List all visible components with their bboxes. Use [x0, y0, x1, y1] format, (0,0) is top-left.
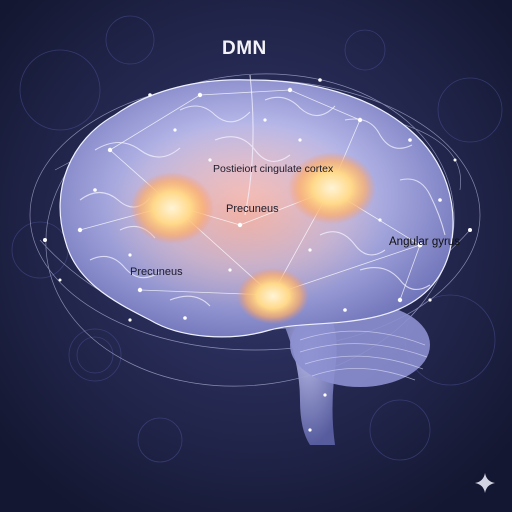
- label-precuneus-upper: Precuneus: [226, 203, 279, 215]
- label-posterior-cingulate: Postieiort cingulate cortex: [213, 163, 334, 175]
- label-angular-gyrus: Angular gyrus: [389, 236, 460, 248]
- label-precuneus-lower: Precuneus: [130, 266, 183, 278]
- sparkle-icon: [475, 473, 495, 493]
- diagram-title: DMN: [222, 38, 267, 59]
